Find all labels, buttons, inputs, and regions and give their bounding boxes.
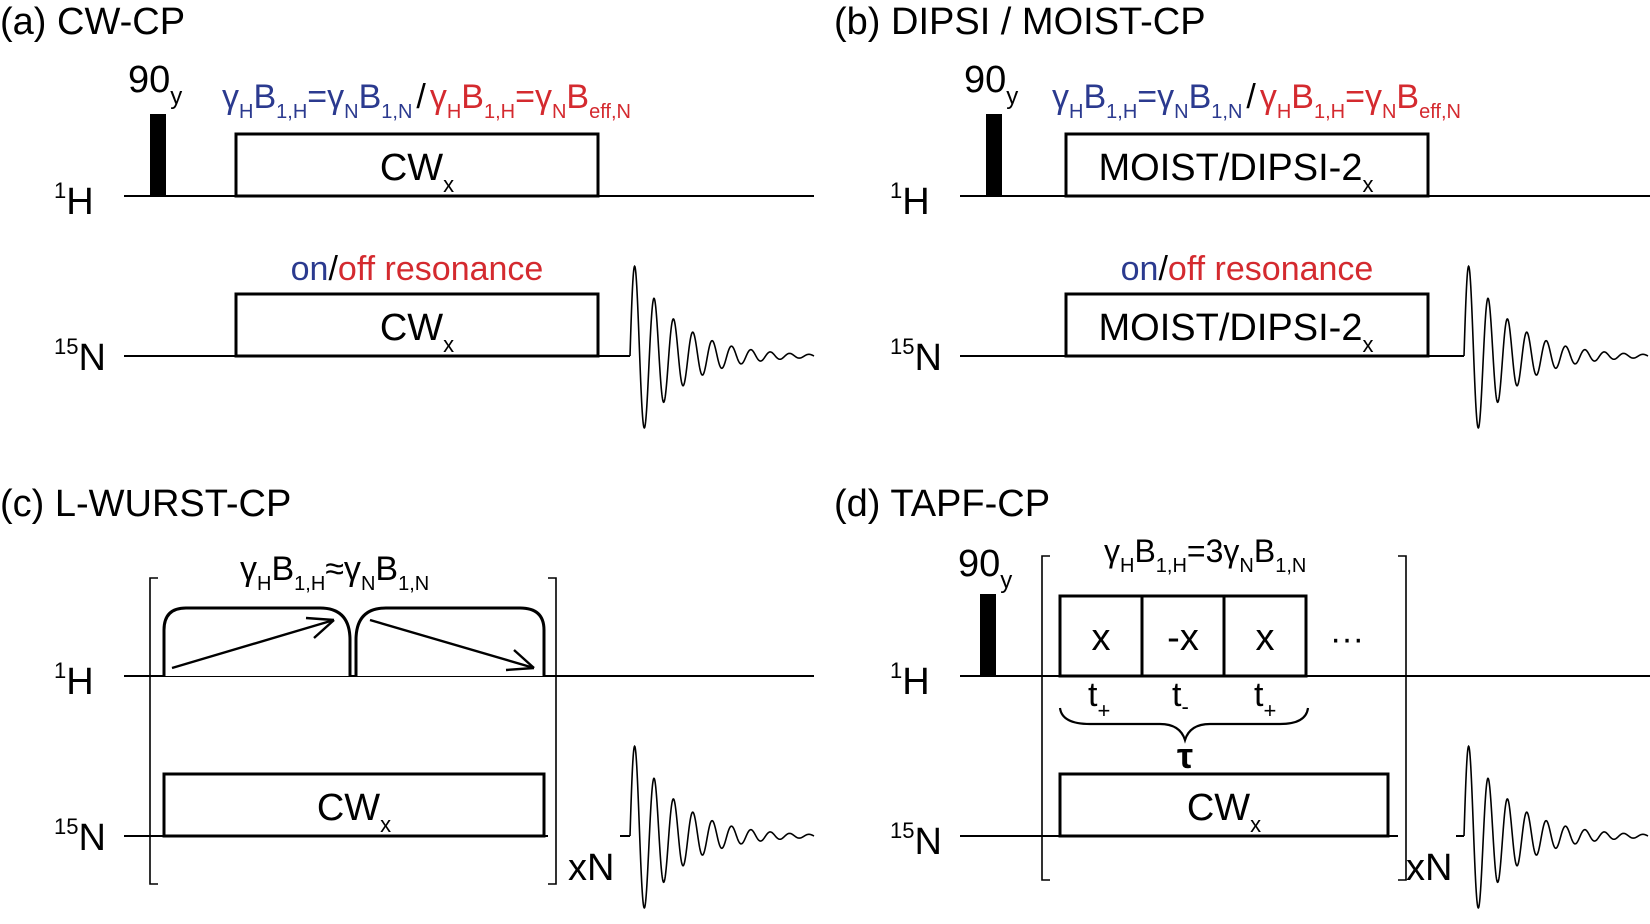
panel-c-sweep-down-arrow bbox=[369, 618, 535, 670]
panel-a-90-pulse bbox=[150, 114, 166, 196]
panel-c-n-box-label: CWx bbox=[317, 787, 391, 837]
panel-d-seg1-label: x bbox=[1092, 617, 1111, 659]
panel-d-right-bracket bbox=[1398, 555, 1407, 881]
panel-a-h-label: 1H bbox=[54, 178, 94, 223]
panel-c-n-label: 15N bbox=[54, 814, 106, 859]
panel-b-pulse-label: 90y bbox=[964, 59, 1018, 110]
panel-d-repeat-label: xN bbox=[1406, 847, 1452, 889]
panel-a-n-box-label: CWx bbox=[380, 307, 454, 357]
panel-d-seg3-label: x bbox=[1256, 617, 1275, 659]
panel-b-n-label: 15N bbox=[890, 334, 942, 379]
panel-d-t3-label: t+ bbox=[1254, 676, 1276, 723]
panel-a-h-box-label: CWx bbox=[380, 147, 454, 197]
panel-a: (a) CW-CP 90y γHB1,H=γNB1,N/γHB1,H=γNBef… bbox=[0, 1, 815, 429]
panel-d-left-bracket bbox=[1041, 555, 1050, 881]
panel-b-condition: γHB1,H=γNB1,N/γHB1,H=γNBeff,N bbox=[1052, 78, 1461, 123]
panel-d-segment-minus-x bbox=[1140, 594, 1226, 678]
panel-c-wurst-pulse-2 bbox=[354, 606, 546, 676]
panel-b-resonance: on/off resonance bbox=[1121, 250, 1374, 288]
panel-d: (d) TAPF-CP 90y γHB1,H=3γNB1,N 1H x -x x… bbox=[834, 483, 1650, 909]
panel-d-t1-label: t+ bbox=[1088, 676, 1110, 723]
panel-c-condition: γHB1,H≈γNB1,N bbox=[240, 550, 429, 595]
panel-b-h-moist-box bbox=[1064, 132, 1430, 198]
panel-c-n-cw-box bbox=[162, 772, 546, 838]
panel-c-fid bbox=[629, 744, 815, 909]
panel-a-n-label: 15N bbox=[54, 334, 106, 379]
panel-d-condition: γHB1,H=3γNB1,N bbox=[1104, 533, 1306, 577]
panel-a-condition: γHB1,H=γNB1,N/γHB1,H=γNBeff,N bbox=[222, 78, 631, 123]
panel-d-n-label: 15N bbox=[890, 818, 942, 863]
panel-c-sweep-down-arrowhead bbox=[505, 649, 535, 672]
panel-c-right-bracket bbox=[548, 577, 557, 885]
panel-d-t2-label: t- bbox=[1172, 676, 1189, 719]
panel-d-segment-x-2 bbox=[1222, 594, 1308, 678]
panel-a-pulse-label: 90y bbox=[128, 59, 182, 110]
panel-b-90-pulse bbox=[986, 114, 1002, 196]
panel-d-90-pulse bbox=[980, 594, 996, 676]
panel-c-sweep-up-arrow bbox=[171, 618, 335, 670]
panel-c-left-bracket bbox=[149, 577, 158, 885]
panel-c-h-label: 1H bbox=[54, 658, 94, 703]
panel-d-seg2-label: -x bbox=[1167, 617, 1199, 659]
panel-a-resonance: on/off resonance bbox=[291, 250, 544, 288]
panel-b-h-label: 1H bbox=[890, 178, 930, 223]
panel-b-n-box-label: MOIST/DIPSI-2x bbox=[1099, 307, 1374, 357]
panel-b: (b) DIPSI / MOIST-CP 90y γHB1,H=γNB1,N/γ… bbox=[834, 1, 1650, 429]
panel-d-fid bbox=[1463, 744, 1649, 909]
panel-d-tau-brace bbox=[1058, 707, 1310, 744]
panel-a-h-cw-box bbox=[234, 132, 600, 198]
panel-d-h-label: 1H bbox=[890, 658, 930, 703]
panel-c-repeat-label: xN bbox=[568, 847, 614, 889]
panel-d-n-cw-box bbox=[1058, 772, 1390, 838]
panel-d-ellipsis: ··· bbox=[1330, 620, 1364, 658]
panel-d-segment-x-1 bbox=[1058, 594, 1144, 678]
panel-b-fid bbox=[1463, 264, 1649, 429]
panel-d-pulse-label: 90y bbox=[958, 543, 1012, 594]
panel-a-fid bbox=[629, 264, 815, 429]
panel-d-n-box-label: CWx bbox=[1187, 787, 1261, 837]
panel-b-title: (b) DIPSI / MOIST-CP bbox=[834, 1, 1206, 43]
panel-c-sweep-up-arrowhead bbox=[305, 616, 335, 639]
panel-d-title: (d) TAPF-CP bbox=[834, 483, 1050, 525]
panel-b-n-moist-box bbox=[1064, 292, 1430, 358]
panel-c: (c) L-WURST-CP γHB1,H≈γNB1,N 1H 15N CWx … bbox=[0, 483, 815, 909]
panel-d-tau-label: τ bbox=[1177, 735, 1193, 776]
panel-c-title: (c) L-WURST-CP bbox=[0, 483, 291, 525]
panel-a-n-cw-box bbox=[234, 292, 600, 358]
panel-b-h-box-label: MOIST/DIPSI-2x bbox=[1099, 147, 1374, 197]
panel-a-title: (a) CW-CP bbox=[0, 1, 185, 43]
